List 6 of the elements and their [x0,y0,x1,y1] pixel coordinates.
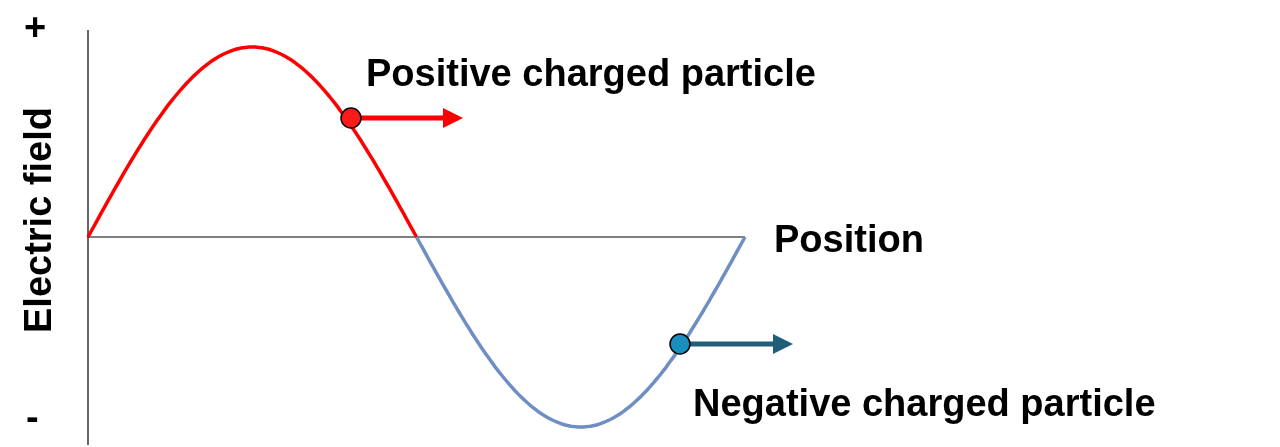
axis-sign: - [26,398,39,436]
particle-label: Positive charged particle [366,54,816,92]
particle-label: Negative charged particle [693,384,1156,422]
axis-title: Electric field [19,107,57,333]
axis-sign: + [24,8,47,46]
axis-title: Position [774,220,924,258]
